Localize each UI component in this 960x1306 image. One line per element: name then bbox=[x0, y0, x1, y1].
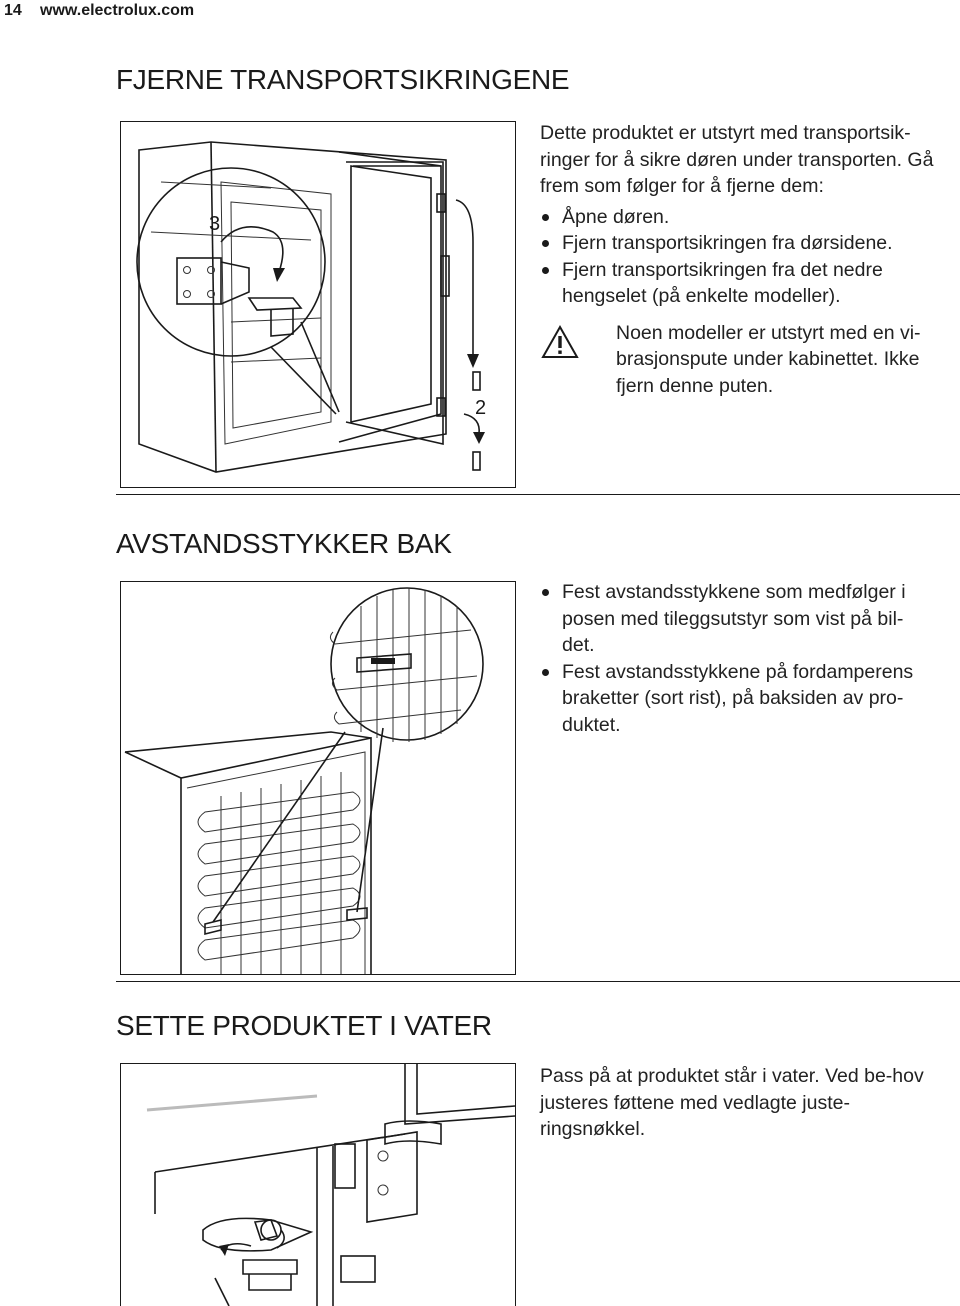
section-divider bbox=[116, 981, 960, 982]
leveling-foot-illustration bbox=[146, 1064, 515, 1306]
fridge-door-illustration: 2 3 bbox=[136, 141, 486, 473]
section2-text: Fest avstandsstykkene som medfølger i po… bbox=[540, 579, 935, 738]
rear-spacer-illustration bbox=[124, 587, 484, 974]
list-item: Fest avstandsstykkene som medfølger i po… bbox=[540, 579, 935, 659]
callout-label-3: 3 bbox=[209, 213, 220, 235]
section-title-leveling: SETTE PRODUKTET I VATER bbox=[116, 1010, 492, 1041]
figure-leveling bbox=[120, 1063, 516, 1306]
section1-text: Dette produktet er utstyrt med transport… bbox=[540, 120, 935, 399]
page-number: 14 bbox=[4, 2, 22, 19]
list-item: Fest avstandsstykkene på fordamperens br… bbox=[540, 659, 935, 739]
section1-intro: Dette produktet er utstyrt med transport… bbox=[540, 122, 934, 197]
callout-label-2: 2 bbox=[475, 397, 486, 419]
figure-rear-spacers bbox=[120, 581, 516, 975]
list-item: Fjern transportsikringen fra dørsidene. bbox=[540, 230, 935, 257]
section-title-spacers: AVSTANDSSTYKKER BAK bbox=[116, 528, 452, 559]
section1-bullet-list: Åpne døren. Fjern transportsikringen fra… bbox=[540, 204, 935, 310]
page-header: 14 www.electrolux.com bbox=[4, 0, 194, 22]
section3-paragraph: Pass på at produktet står i vater. Ved b… bbox=[540, 1065, 924, 1140]
warning-triangle-icon bbox=[540, 324, 580, 368]
header-url[interactable]: www.electrolux.com bbox=[40, 2, 195, 19]
list-item: Fjern transportsikringen fra det nedre h… bbox=[540, 257, 935, 310]
section2-bullet-list: Fest avstandsstykkene som medfølger i po… bbox=[540, 579, 935, 738]
list-item: Åpne døren. bbox=[540, 204, 935, 231]
section-divider bbox=[116, 494, 960, 495]
section-title-transport: FJERNE TRANSPORTSIKRINGENE bbox=[116, 64, 570, 95]
warning-text: Noen modeller er utstyrt med en vi-brasj… bbox=[616, 321, 921, 397]
section3-text: Pass på at produktet står i vater. Ved b… bbox=[540, 1063, 935, 1143]
figure-transport-locks: 2 3 bbox=[120, 121, 516, 488]
warning-note: Noen modeller er utstyrt med en vi-brasj… bbox=[540, 320, 935, 400]
